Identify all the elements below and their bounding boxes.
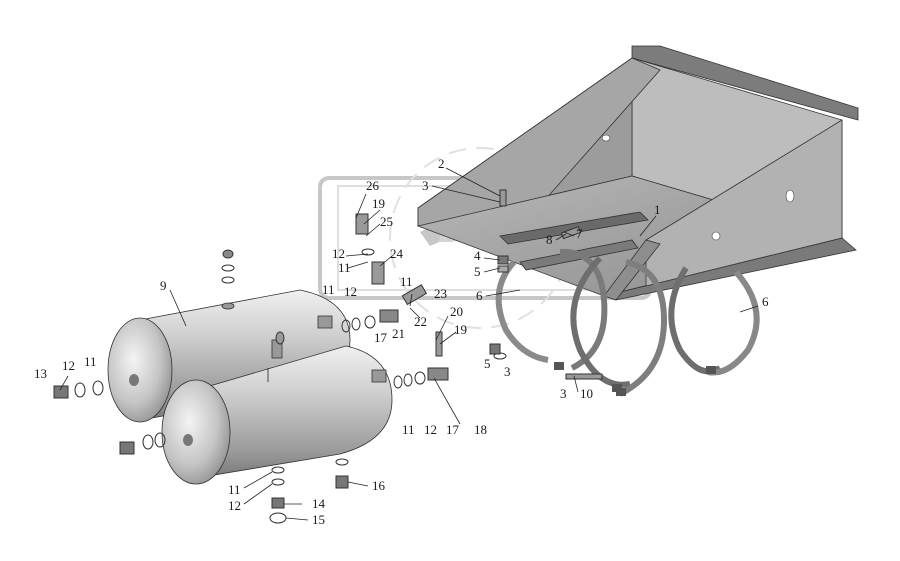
callout-24: 24 xyxy=(390,246,404,261)
callout-17: 17 xyxy=(446,422,460,437)
callout-11: 11 xyxy=(228,482,241,497)
callout-12: 12 xyxy=(424,422,437,437)
callout-23: 23 xyxy=(434,286,447,301)
callout-3: 3 xyxy=(504,364,511,379)
callout-10: 10 xyxy=(580,386,593,401)
callout-9: 9 xyxy=(160,278,167,293)
callout-2: 2 xyxy=(438,156,445,171)
callout-12: 12 xyxy=(344,284,357,299)
callout-11: 11 xyxy=(338,260,351,275)
callout-11: 11 xyxy=(322,282,335,297)
callout-1: 1 xyxy=(654,202,661,217)
callout-16: 16 xyxy=(372,478,386,493)
callout-13: 13 xyxy=(34,366,47,381)
air-tank-lower xyxy=(161,339,393,485)
callout-6: 6 xyxy=(762,294,769,309)
callout-15: 15 xyxy=(312,512,325,527)
callout-25: 25 xyxy=(380,214,393,229)
callout-12: 12 xyxy=(62,358,75,373)
callout-6: 6 xyxy=(476,288,483,303)
callout-3: 3 xyxy=(560,386,567,401)
frame-bracket xyxy=(416,45,859,301)
callout-19: 19 xyxy=(454,322,467,337)
callout-11: 11 xyxy=(402,422,415,437)
callout-11: 11 xyxy=(400,274,413,289)
callout-3: 3 xyxy=(422,178,429,193)
callout-5: 5 xyxy=(484,356,491,371)
callout-14: 14 xyxy=(312,496,326,511)
callout-4: 4 xyxy=(474,248,481,263)
callout-labels: 1 2 3 3 3 4 5 5 6 6 7 8 9 10 11 11 11 11… xyxy=(34,156,769,527)
callout-8: 8 xyxy=(546,232,553,247)
fittings xyxy=(53,189,603,524)
callout-7: 7 xyxy=(576,226,583,241)
callout-20: 20 xyxy=(450,304,463,319)
leader-lines xyxy=(59,167,759,521)
callout-22: 22 xyxy=(414,314,427,329)
callout-5: 5 xyxy=(474,264,481,279)
callout-11: 11 xyxy=(84,354,97,369)
callout-12: 12 xyxy=(228,498,241,513)
callout-18: 18 xyxy=(474,422,487,437)
callout-26: 26 xyxy=(366,178,380,193)
callout-19: 19 xyxy=(372,196,385,211)
callout-12: 12 xyxy=(332,246,345,261)
callout-21: 21 xyxy=(392,326,405,341)
callout-17: 17 xyxy=(374,330,388,345)
clamp-tabs xyxy=(554,362,716,396)
